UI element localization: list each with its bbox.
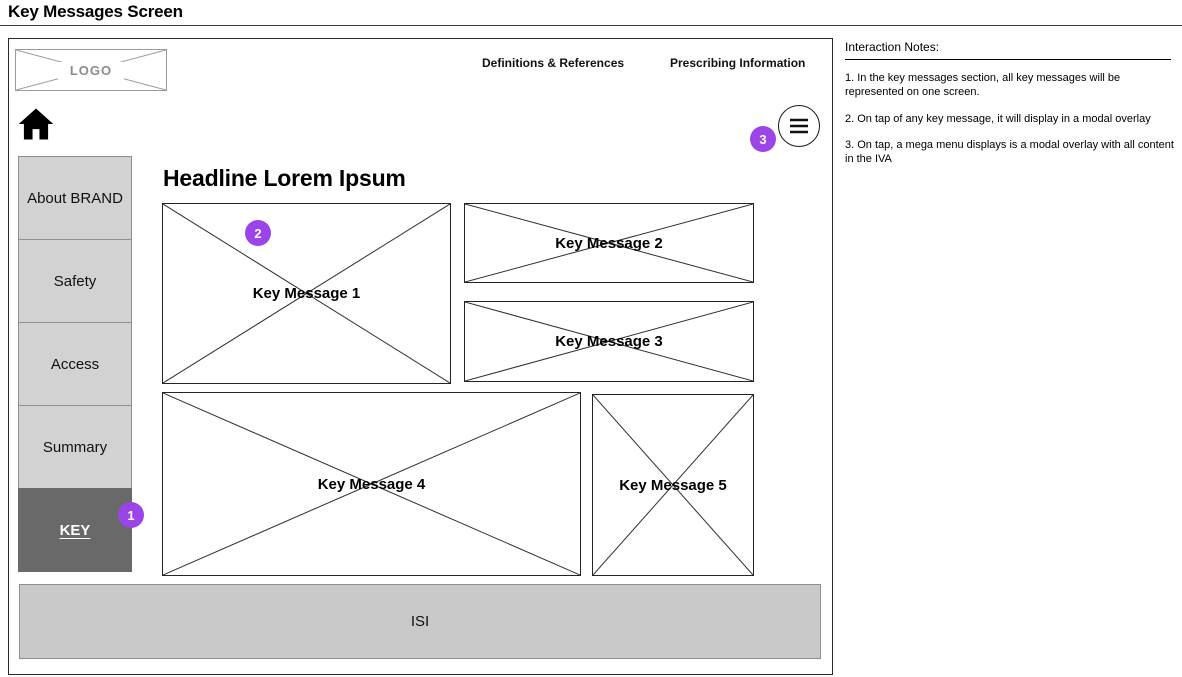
- placeholder-x-icon: [465, 204, 753, 282]
- interaction-note-1: 1. In the key messages section, all key …: [845, 72, 1121, 98]
- nav-link-prescribing-information[interactable]: Prescribing Information: [670, 56, 806, 70]
- headline-text: Headline Lorem Ipsum: [163, 165, 406, 191]
- hamburger-icon: [790, 118, 808, 134]
- placeholder-x-icon: [163, 393, 580, 575]
- key-message-2-label: Key Message 2: [555, 234, 663, 252]
- interaction-notes-divider: [845, 59, 1171, 60]
- key-message-1-label: Key Message 1: [252, 285, 361, 302]
- placeholder-x-icon: [593, 395, 753, 575]
- isi-label: ISI: [410, 613, 430, 630]
- sidebar-nav: About BRAND Safety Access Summary KEY: [18, 156, 132, 572]
- sidebar-item-key[interactable]: KEY: [18, 488, 132, 572]
- interaction-note-3: 3. On tap, a mega menu displays is a mod…: [845, 139, 1174, 165]
- interaction-note-2: 2. On tap of any key message, it will di…: [845, 112, 1151, 125]
- logo-placeholder: LOGO: [15, 49, 167, 91]
- annotation-badge-2: 2: [245, 220, 271, 246]
- key-message-3-tile[interactable]: Key Message 3: [464, 301, 754, 382]
- key-message-5-tile[interactable]: Key Message 5: [592, 394, 754, 576]
- page-title: Key Messages Screen: [8, 2, 183, 21]
- interaction-notes-title: Interaction Notes:: [845, 40, 940, 54]
- logo-label: LOGO: [57, 61, 125, 79]
- sidebar-item-summary[interactable]: Summary: [18, 405, 132, 489]
- nav-link-definitions-references[interactable]: Definitions & References: [482, 56, 625, 70]
- home-icon: [18, 108, 54, 140]
- title-divider: [0, 25, 1182, 26]
- interaction-notes-panel: Interaction Notes: 1. In the key message…: [845, 40, 1179, 180]
- annotation-badge-1: 1: [118, 502, 144, 528]
- key-message-5-label: Key Message 5: [619, 476, 727, 494]
- wireframe-frame: LOGO Definitions & References Prescribin…: [8, 38, 833, 675]
- sidebar-item-access[interactable]: Access: [18, 322, 132, 406]
- annotation-badge-3: 3: [750, 126, 776, 152]
- placeholder-x-icon: [163, 204, 450, 383]
- key-message-1-tile[interactable]: Key Message 1: [162, 203, 451, 384]
- key-message-4-tile[interactable]: Key Message 4: [162, 392, 581, 576]
- key-message-4-label: Key Message 4: [317, 475, 426, 493]
- sidebar-item-safety[interactable]: Safety: [18, 239, 132, 323]
- sidebar-item-about-brand[interactable]: About BRAND: [18, 156, 132, 240]
- placeholder-x-icon: [465, 302, 753, 381]
- mega-menu-button[interactable]: [778, 105, 820, 147]
- key-message-2-tile[interactable]: Key Message 2: [464, 203, 754, 283]
- isi-bar: ISI: [19, 584, 821, 659]
- home-button[interactable]: [15, 105, 57, 143]
- logo-label-wrap: LOGO: [16, 50, 166, 90]
- key-message-3-label: Key Message 3: [555, 333, 663, 350]
